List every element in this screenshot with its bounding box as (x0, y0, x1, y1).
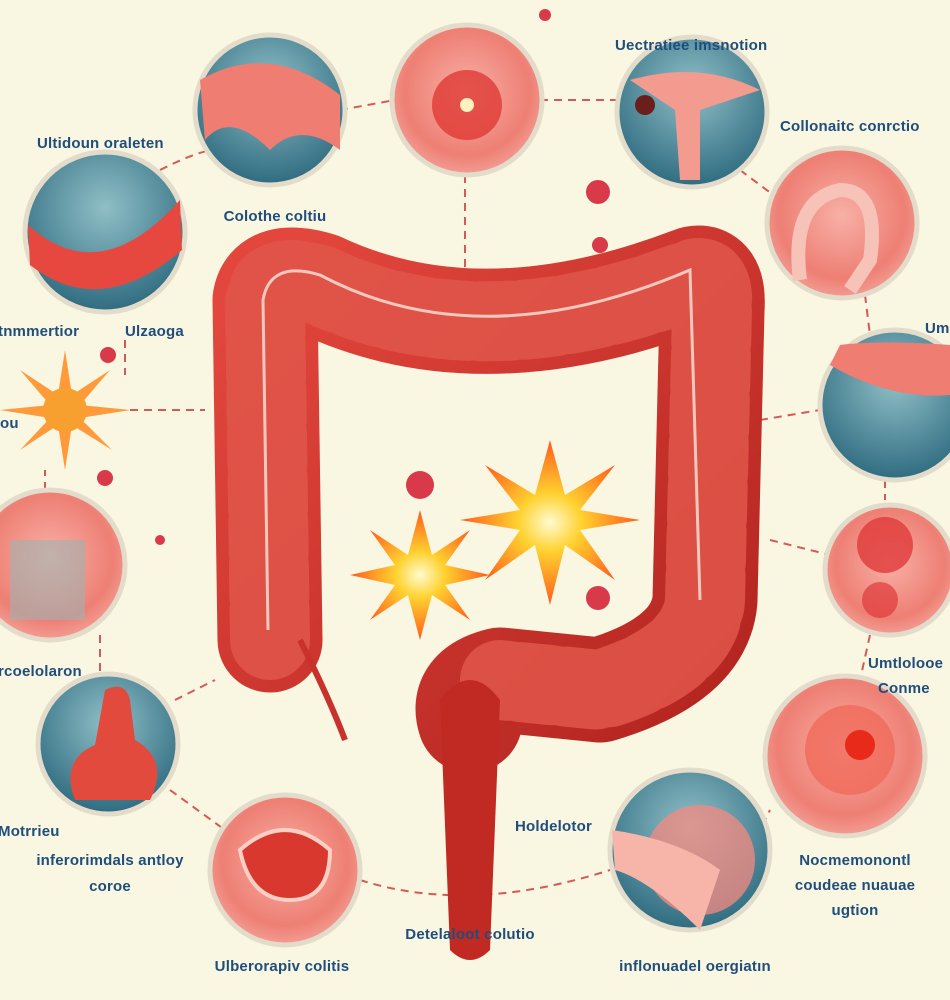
label-inflonuadel-oergiatin: inflonuadel oergiatın (619, 958, 771, 975)
label-ulzaoga: Ulzaoga (125, 323, 184, 340)
detail-circle (817, 327, 950, 483)
label-ugtion: ugtion (831, 902, 879, 919)
detail-circle (35, 671, 181, 817)
detail-circle (192, 32, 348, 188)
label-collonaitc-conrctio: Collonaitc conrctio (780, 118, 920, 135)
label-holdelotor: Holdelotor (515, 818, 592, 835)
label-coudeae-nuauae: coudeae nuauae (794, 877, 916, 894)
label-rcoelolaron: rcoelolaron (0, 663, 82, 680)
inflammation-burst-icon (0, 350, 130, 470)
detail-circle (0, 487, 128, 643)
label-tnmmertior: tnmmertior (0, 323, 80, 340)
label-nocmemonontl: Nocmemonontl (799, 852, 911, 869)
label-conme: Conme (878, 680, 930, 697)
detail-circle (389, 22, 545, 178)
label-inferorimdals-antloy: inferorimdals antloy (36, 852, 184, 869)
detail-circle (614, 34, 770, 190)
label-uectratiee-imsnotion: Uectratiee imsnotion (615, 37, 768, 54)
colon (212, 225, 765, 960)
label-umi: Umi (925, 320, 950, 337)
label-detelaloot-colutio: Detelaloot colutio (405, 926, 535, 943)
detail-circle (207, 792, 363, 948)
label-ultidoun-oraleten: Ultidoun oraleten (37, 135, 164, 152)
detail-circle (762, 673, 928, 839)
label-motrrieu: Motrrieu (0, 823, 60, 840)
bacteria-icon (97, 9, 610, 610)
detail-circle (22, 149, 188, 315)
label-ou: ou (0, 415, 19, 432)
detail-circle (607, 767, 773, 933)
inflammation-burst-icon (350, 440, 640, 640)
label-coroe: coroe (89, 878, 131, 895)
label-colothe-coltiu: Colothe coltiu (223, 208, 327, 225)
label-umtlolooe: Umtlolooe (868, 655, 944, 672)
detail-circle (764, 145, 920, 301)
connector-lines (44, 99, 886, 897)
detail-circle (822, 502, 950, 638)
label-ulberorapiv-colitis: Ulberorapiv colitis (214, 958, 350, 975)
